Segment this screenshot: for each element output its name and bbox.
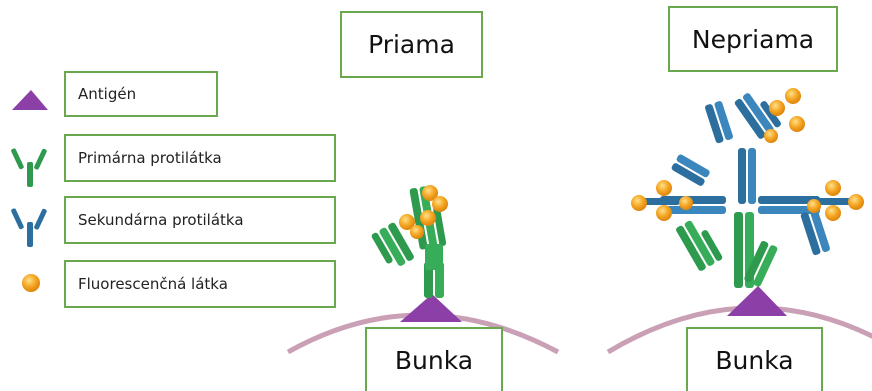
legend-item-antigen: Antigén xyxy=(64,71,218,117)
cell-label-indirect: Bunka xyxy=(686,327,823,391)
fluorescent-dot-icon xyxy=(22,274,40,292)
antigen-direct xyxy=(400,294,462,322)
legend-item-fluorophore: Fluorescenčná látka xyxy=(64,260,336,308)
primary-antibody-icon xyxy=(11,148,48,187)
antigen-indirect xyxy=(727,286,787,316)
antigen-triangle-icon xyxy=(12,90,48,110)
title-indirect: Nepriama xyxy=(668,6,838,72)
legend-item-secondary-antibody: Sekundárna protilátka xyxy=(64,196,336,244)
legend-label: Sekundárna protilátka xyxy=(78,211,244,229)
secondary-antibody-icon xyxy=(11,208,48,247)
legend-label: Fluorescenčná látka xyxy=(78,275,228,293)
legend-label: Antigén xyxy=(78,85,136,103)
cell-label-direct: Bunka xyxy=(365,327,503,391)
legend-item-primary-antibody: Primárna protilátka xyxy=(64,134,336,182)
primary-antibody-indirect xyxy=(675,212,778,288)
title-direct: Priama xyxy=(340,11,483,78)
legend-label: Primárna protilátka xyxy=(78,149,222,167)
